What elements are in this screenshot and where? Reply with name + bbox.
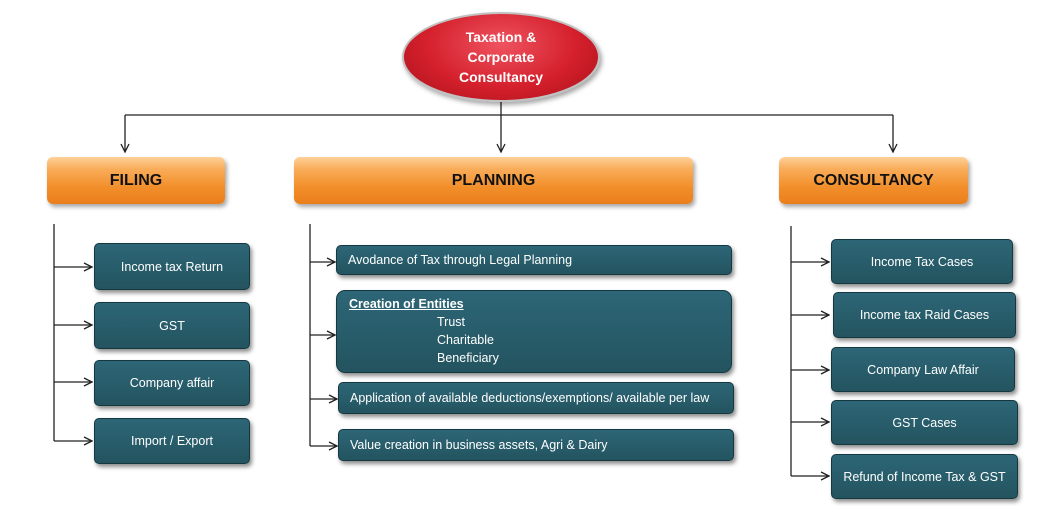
consultancy-item-company-law-affair: Company Law Affair: [831, 347, 1015, 392]
filing-item-import-export: Import / Export: [94, 418, 250, 464]
filing-item-label: Import / Export: [131, 434, 213, 448]
consultancy-item-label: Refund of Income Tax & GST: [843, 469, 1006, 484]
planning-item-tax-avoidance: Avodance of Tax through Legal Planning: [336, 245, 732, 275]
entities-subitem: Charitable: [437, 332, 494, 347]
planning-header: PLANNING: [294, 157, 693, 204]
filing-item-label: GST: [159, 318, 185, 333]
filing-item-label: Company affair: [129, 376, 215, 390]
filing-item-company-affair: Company affair: [94, 360, 250, 406]
planning-item-label: Value creation in business assets, Agri …: [350, 438, 608, 452]
consultancy-header-label: CONSULTANCY: [813, 171, 934, 189]
root-title: Taxation & Corporate Consultancy: [458, 29, 543, 85]
planning-header-label: PLANNING: [451, 171, 536, 189]
consultancy-item-label: GST Cases: [892, 415, 957, 430]
entities-title: Creation of Entities: [349, 296, 464, 311]
filing-item-label: Income tax Return: [120, 259, 224, 274]
consultancy-item-raid-cases: Income tax Raid Cases: [833, 292, 1016, 338]
planning-item-label: Application of available deductions/exem…: [350, 391, 710, 405]
filing-header-label: FILING: [109, 171, 163, 189]
entities-subitem: Trust: [437, 314, 466, 329]
consultancy-item-label: Income Tax Cases: [870, 254, 974, 269]
consultancy-item-label: Company Law Affair: [867, 362, 979, 377]
consultancy-header: CONSULTANCY: [779, 157, 968, 204]
filing-item-income-tax-return: Income tax Return: [94, 243, 250, 290]
consultancy-item-income-tax-cases: Income Tax Cases: [831, 239, 1013, 284]
planning-item-creation-of-entities: Creation of Entities Trust Charitable Be…: [336, 290, 732, 373]
consultancy-item-gst-cases: GST Cases: [831, 400, 1018, 445]
filing-header: FILING: [47, 157, 225, 204]
consultancy-item-refund: Refund of Income Tax & GST: [831, 454, 1018, 499]
entities-subitem: Beneficiary: [437, 350, 499, 365]
planning-item-deductions: Application of available deductions/exem…: [338, 382, 734, 414]
consultancy-item-label: Income tax Raid Cases: [859, 308, 990, 322]
filing-item-gst: GST: [94, 302, 250, 349]
planning-item-value-creation: Value creation in business assets, Agri …: [338, 429, 734, 461]
root-node: Taxation & Corporate Consultancy: [402, 12, 600, 102]
planning-item-label: Avodance of Tax through Legal Planning: [348, 253, 573, 267]
